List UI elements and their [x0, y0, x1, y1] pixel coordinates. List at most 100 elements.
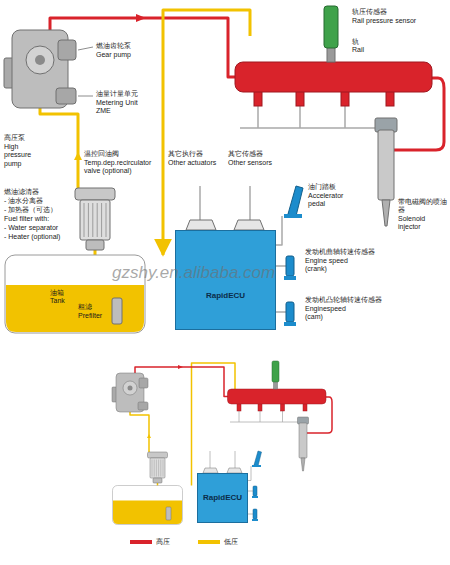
legend: 高压 低压 [130, 537, 266, 547]
filter-rib [101, 203, 102, 237]
signal-wire [248, 514, 254, 515]
leak-off-line [344, 106, 346, 128]
ecu-place [198, 473, 248, 523]
main-system [4, 6, 444, 333]
leak-off-line [299, 106, 301, 128]
legend-swatch [198, 540, 220, 544]
rail-body [235, 62, 432, 92]
legend-item: 低压 [198, 537, 238, 547]
legend-swatch [130, 540, 152, 544]
part-label: Gear pump [96, 51, 131, 59]
crank-speed-sensor [286, 256, 294, 276]
fuel-filter-cap [148, 452, 168, 458]
leak-off-line [239, 411, 240, 422]
sensor-base [252, 496, 258, 498]
node-text: RapidECU [200, 493, 245, 503]
leak-off-line [240, 122, 386, 128]
part-label: Metering Unit ZME [96, 99, 146, 116]
filter-rib [106, 203, 107, 237]
sensor-base [284, 322, 296, 326]
pump-head [123, 381, 137, 395]
part-label: Solenoid injector [398, 215, 448, 232]
filter-rib [156, 460, 157, 477]
node-text: 轨 [352, 38, 436, 46]
part-label: 带电磁阀的喷油器 [398, 198, 448, 215]
legend-text: 低压 [224, 537, 238, 547]
part-label: 燃油滤清器 [4, 188, 39, 196]
part-label: 发动机凸轮轴转速传感器 [305, 296, 382, 304]
node-text: Rail [352, 46, 436, 54]
signal-wire [275, 216, 282, 245]
rail-pressure-sensor [324, 6, 338, 48]
part-label: Fuel filter with: [4, 215, 49, 223]
part-label: Prefilter [78, 312, 102, 320]
filter-rib [154, 460, 155, 477]
part-label: Other actuators [168, 159, 216, 167]
filter-rib [163, 460, 164, 477]
part-label: Temp.dep.recirculator valve (optional) [84, 159, 158, 176]
part-label: 发动机曲轴转速传感器 [305, 248, 375, 256]
part-label: 燃油齿轮泵 [96, 42, 131, 50]
cam-speed-sensor [286, 302, 294, 322]
ecu-socket [234, 220, 264, 230]
signal-wire [275, 311, 286, 313]
leader-line [78, 96, 93, 97]
fuel-filter-cap [75, 188, 115, 200]
pedal-base [252, 465, 261, 467]
leak-off-line [257, 106, 259, 128]
leak-off-line [282, 411, 283, 422]
part-label: - Heater (optional) [4, 233, 60, 241]
part-label: Other sensors [228, 159, 272, 167]
low-pressure-return-pipe [192, 363, 236, 486]
leak-off-line [230, 419, 303, 422]
part-label: 油门踏板 [308, 183, 336, 191]
node-text: Tank [50, 297, 179, 305]
ecu-socket [186, 220, 216, 230]
flow-arrow [136, 14, 146, 22]
prefilter-symbol [112, 298, 122, 324]
flow-arrow [178, 365, 183, 369]
solenoid-injector [378, 130, 394, 200]
low-pressure-pipe [40, 108, 78, 188]
prefilter-symbol [166, 507, 171, 520]
rail: 轨Rail [235, 36, 436, 94]
water-bowl [153, 478, 162, 483]
part-label: - 油水分离器 [4, 197, 43, 205]
leak-off-line [260, 411, 261, 422]
leader-line [78, 47, 93, 50]
flow-arrow [74, 152, 82, 160]
fuel-filter-body [150, 458, 165, 478]
fuel-level [113, 501, 182, 525]
sensor-base [284, 276, 296, 280]
high-pressure-pipe [50, 18, 236, 77]
water-bowl [86, 240, 104, 250]
fuel-filter-body [80, 200, 110, 240]
rail-pressure-sensor [272, 361, 279, 382]
part-label: Enginespeed (cam) [305, 305, 360, 322]
part-label: - 加热器（可选） [4, 206, 57, 214]
mini-system [112, 361, 332, 525]
injector-nozzle [382, 200, 390, 226]
fuel-level [6, 285, 144, 332]
filter-rib [152, 460, 153, 477]
part-label: Rail pressure sensor [352, 17, 416, 25]
accelerator-pedal [254, 451, 262, 466]
pedal-base [284, 214, 302, 218]
node-text: RapidECU [178, 291, 273, 301]
pump-shaft [128, 386, 133, 391]
metering-unit [56, 88, 76, 104]
part-label: - Water separator [4, 224, 58, 232]
accelerator-pedal [288, 186, 303, 216]
high-pressure-pipe [135, 367, 228, 397]
part-label: 高压泵 [4, 134, 25, 142]
part-label: 其它传感器 [228, 150, 263, 158]
rail-body [228, 389, 327, 404]
filter-rib [84, 203, 85, 237]
legend-text: 高压 [156, 537, 170, 547]
sensor-base [252, 519, 258, 521]
flow-arrow [147, 434, 151, 438]
gear-pump [139, 378, 148, 388]
